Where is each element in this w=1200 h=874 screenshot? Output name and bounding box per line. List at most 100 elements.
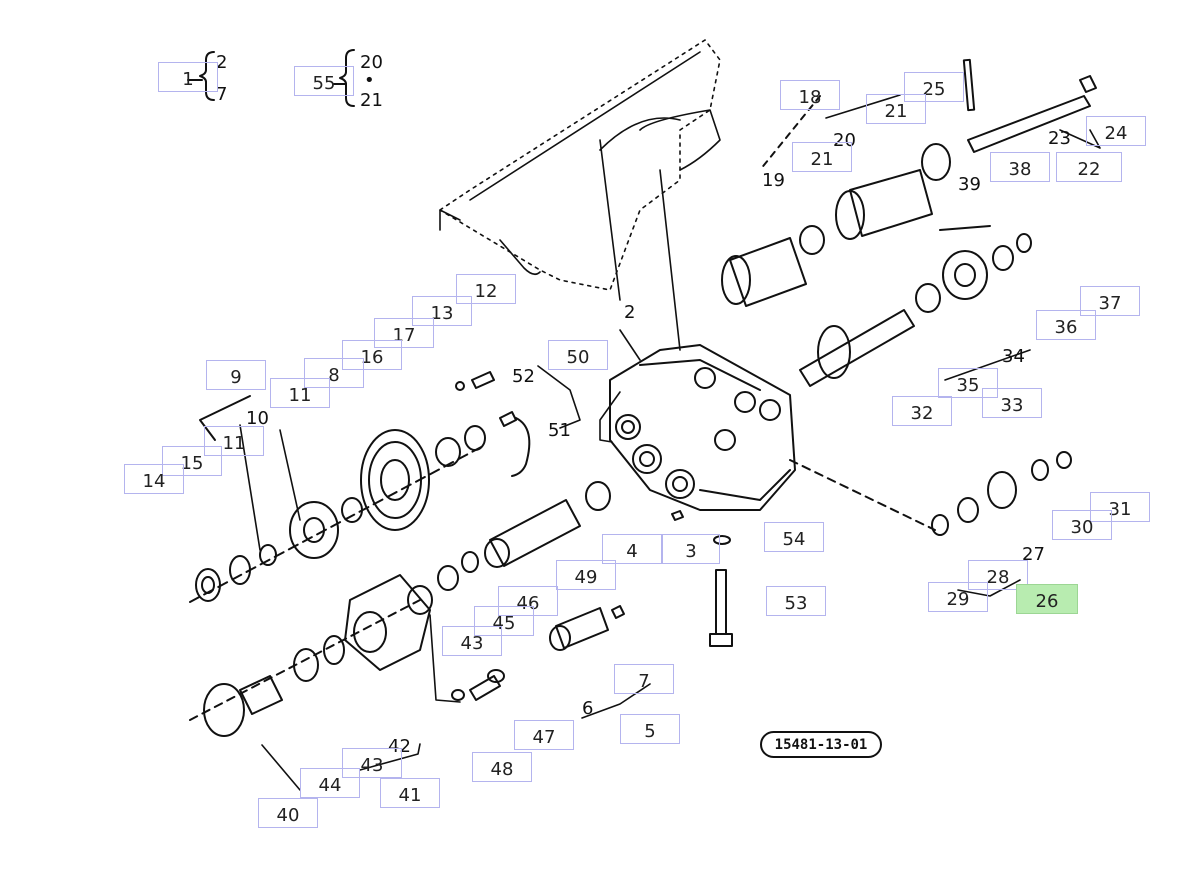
label-7-top: 7 xyxy=(216,84,227,105)
callout-label: 30 xyxy=(1070,517,1094,538)
label-21-top: 21 xyxy=(360,90,383,111)
callout-label: 3 xyxy=(685,541,697,562)
label-52: 52 xyxy=(512,366,535,387)
plain-labels: 2 7 20 • 21 23 20 19 39 2 34 52 51 10 27… xyxy=(216,52,1071,757)
group-brace-1 xyxy=(187,51,215,101)
callout-box-14[interactable]: 14 xyxy=(124,464,184,494)
callout-label: 28 xyxy=(986,567,1010,588)
label-39: 39 xyxy=(958,174,981,195)
callout-label: 14 xyxy=(142,471,166,492)
callout-box-7[interactable]: 7 xyxy=(614,664,674,694)
callout-label: 32 xyxy=(910,403,934,424)
callout-label: 5 xyxy=(644,721,656,742)
label-20: 20 xyxy=(833,130,856,151)
callout-label: 53 xyxy=(784,593,808,614)
label-20-top: 20 xyxy=(360,52,383,73)
label-27: 27 xyxy=(1022,544,1045,565)
callout-label: 26 xyxy=(1035,591,1059,612)
callout-label: 43 xyxy=(460,633,484,654)
bolt-47-48 xyxy=(451,669,505,701)
label-34: 34 xyxy=(1002,346,1025,367)
callout-box-41[interactable]: 41 xyxy=(380,778,440,808)
callout-label: 21 xyxy=(884,101,908,122)
shaft-assembly-32 xyxy=(799,225,1032,387)
callout-box-48[interactable]: 48 xyxy=(472,752,532,782)
callout-box-1[interactable]: 1 xyxy=(158,62,218,92)
transmission-housing-outline xyxy=(439,39,721,351)
group-brace-55 xyxy=(333,49,355,107)
callout-label: 44 xyxy=(318,775,342,796)
callout-box-5[interactable]: 5 xyxy=(620,714,680,744)
flange-42 xyxy=(189,574,431,737)
label-42: 42 xyxy=(388,736,411,757)
callout-label: 54 xyxy=(782,529,806,550)
callout-label: 40 xyxy=(276,805,300,826)
label-dot: • xyxy=(364,70,375,91)
callout-box-50[interactable]: 50 xyxy=(548,340,608,370)
callout-label: 35 xyxy=(956,375,980,396)
callout-box-11a[interactable]: 11 xyxy=(270,378,330,408)
callout-box-53[interactable]: 53 xyxy=(766,586,826,616)
callout-label: 37 xyxy=(1098,293,1122,314)
callout-label: 47 xyxy=(532,727,556,748)
gearbox-housing-2 xyxy=(609,344,796,511)
callout-box-47[interactable]: 47 xyxy=(514,720,574,750)
callout-label: 4 xyxy=(626,541,638,562)
callout-box-21a[interactable]: 21 xyxy=(866,94,926,124)
callout-label: 11 xyxy=(222,433,246,454)
callout-label: 11 xyxy=(288,385,312,406)
callout-label: 49 xyxy=(574,567,598,588)
callout-label: 18 xyxy=(798,87,822,108)
callout-box-24[interactable]: 24 xyxy=(1086,116,1146,146)
label-23: 23 xyxy=(1048,128,1071,149)
callout-box-40[interactable]: 40 xyxy=(258,798,318,828)
callout-box-43a[interactable]: 43 xyxy=(442,626,502,656)
callout-label: 7 xyxy=(638,671,650,692)
callout-box-26[interactable]: 26 xyxy=(1016,584,1078,614)
callout-label: 41 xyxy=(398,785,422,806)
callout-box-30[interactable]: 30 xyxy=(1052,510,1112,540)
callout-label: 12 xyxy=(474,281,498,302)
callout-box-21b[interactable]: 21 xyxy=(792,142,852,172)
drawing-reference-code: 15481-13-01 xyxy=(760,731,882,758)
callout-label: 43 xyxy=(360,755,384,776)
label-6: 6 xyxy=(582,698,593,719)
bolt-12-13-17 xyxy=(455,371,531,477)
leader-lines xyxy=(239,94,1101,791)
callout-label: 22 xyxy=(1077,159,1101,180)
callout-box-32[interactable]: 32 xyxy=(892,396,952,426)
callout-label: 29 xyxy=(946,589,970,610)
callout-box-9[interactable]: 9 xyxy=(206,360,266,390)
callout-box-54[interactable]: 54 xyxy=(764,522,824,552)
callout-box-29[interactable]: 29 xyxy=(928,582,988,612)
callout-label: 21 xyxy=(810,149,834,170)
callout-box-49[interactable]: 49 xyxy=(556,560,616,590)
label-19: 19 xyxy=(762,170,785,191)
gear-assembly-8 xyxy=(189,395,486,603)
shaft-49 xyxy=(407,481,611,615)
callout-box-36[interactable]: 36 xyxy=(1036,310,1096,340)
shaft-assembly-18 xyxy=(721,58,1097,307)
callout-label: 9 xyxy=(230,367,242,388)
callout-label: 24 xyxy=(1104,123,1128,144)
callout-box-18[interactable]: 18 xyxy=(780,80,840,110)
callout-label: 48 xyxy=(490,759,514,780)
callout-box-3[interactable]: 3 xyxy=(662,534,720,564)
callout-box-33[interactable]: 33 xyxy=(982,388,1042,418)
callout-box-44[interactable]: 44 xyxy=(300,768,360,798)
callout-box-38[interactable]: 38 xyxy=(990,152,1050,182)
callout-box-55[interactable]: 55 xyxy=(294,66,354,96)
gear-assembly-27 xyxy=(789,451,1072,536)
callout-label: 1 xyxy=(182,69,194,90)
callout-label: 36 xyxy=(1054,317,1078,338)
valve-6 xyxy=(549,510,733,651)
callout-label: 38 xyxy=(1008,159,1032,180)
label-2-top: 2 xyxy=(216,52,227,73)
label-51: 51 xyxy=(548,420,571,441)
callout-label: 33 xyxy=(1000,395,1024,416)
callout-box-22[interactable]: 22 xyxy=(1056,152,1122,182)
label-10: 10 xyxy=(246,408,269,429)
callout-label: 55 xyxy=(312,73,336,94)
label-2-center: 2 xyxy=(624,302,635,323)
